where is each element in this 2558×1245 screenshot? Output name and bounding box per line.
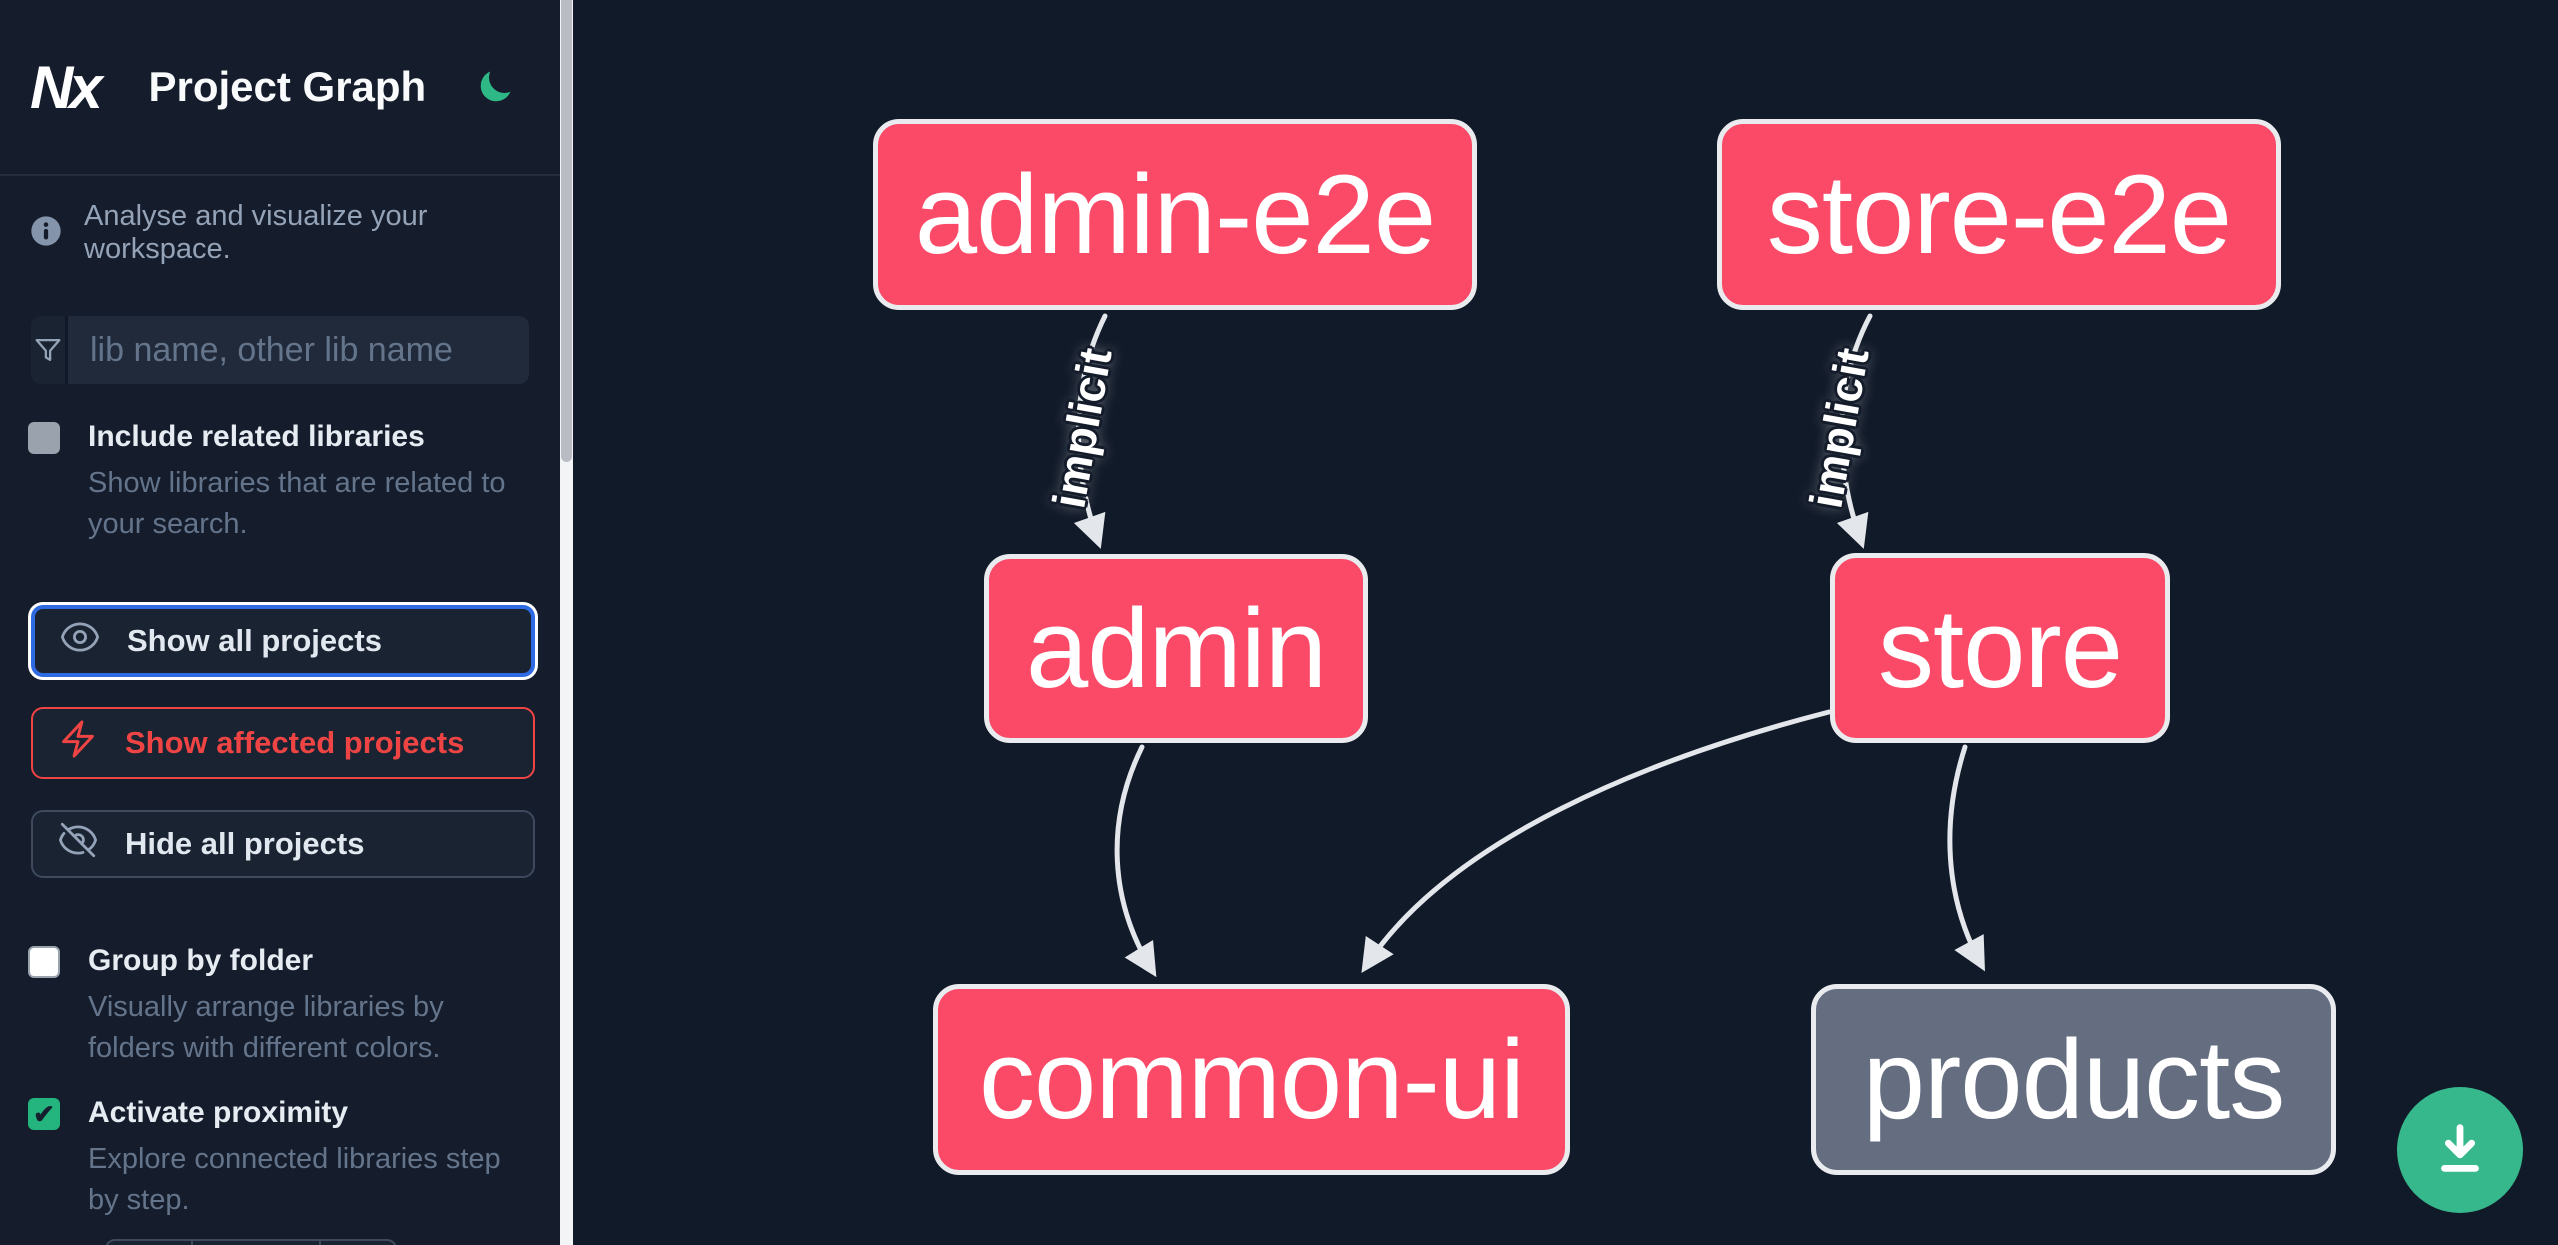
option-description: Explore connected libraries step by step… [88,1143,501,1217]
info-icon [30,215,62,252]
edge-store-products [1947,744,1985,972]
node-label: store [1878,585,2123,711]
option-activate-proximity: ✔ Activate proximity Explore connected l… [28,1096,533,1221]
graph-canvas[interactable]: implicit implicit admin-e2e store-e2e ad… [573,0,2558,1245]
option-group-by-folder: Group by folder Visually arrange librari… [28,944,533,1069]
node-label: store-e2e [1766,152,2232,277]
download-graph-button[interactable] [2397,1087,2523,1213]
eye-icon [59,616,101,666]
graph-node-admin[interactable]: admin [984,554,1368,743]
funnel-icon [31,316,68,384]
option-label: Activate proximity [88,1096,349,1129]
button-label: Show affected projects [125,725,465,760]
filter-input[interactable] [68,316,529,384]
eye-slash-icon [57,819,99,869]
dark-mode-moon-icon[interactable] [476,68,514,106]
edge-store-e2e-store [1836,313,1873,549]
option-label: Include related libraries [88,420,425,453]
scrollbar-thumb[interactable] [561,0,572,462]
graph-node-admin-e2e[interactable]: admin-e2e [873,119,1477,310]
edge-admin-e2e-admin [1073,313,1108,549]
bolt-icon [57,718,99,768]
workspace-tagline: Analyse and visualize your workspace. [30,200,530,266]
option-description: Visually arrange libraries by folders wi… [88,991,444,1065]
graph-node-store[interactable]: store [1830,553,2170,743]
sidebar: Nx Project Graph Analyse and visualize y… [0,0,560,1245]
include-related-checkbox[interactable] [28,422,60,454]
filter-box [31,316,529,384]
proximity-depth-stepper[interactable] [105,1239,397,1245]
graph-node-common-ui[interactable]: common-ui [933,984,1570,1175]
node-label: products [1862,1017,2286,1142]
checkmark-icon: ✔ [33,1098,55,1129]
button-label: Hide all projects [125,826,365,861]
edge-store-common-ui [1361,709,1832,973]
nx-logo: Nx [30,53,103,121]
dependency-edges [1073,313,1985,978]
hide-all-projects-button[interactable]: Hide all projects [31,810,535,878]
stepper-value [193,1241,321,1245]
node-label: admin-e2e [914,152,1436,277]
show-affected-projects-button[interactable]: Show affected projects [31,707,535,779]
stepper-decrement[interactable] [107,1241,193,1245]
option-include-related-libraries: Include related libraries Show libraries… [28,420,533,545]
node-label: common-ui [979,1017,1525,1142]
download-icon [2429,1118,2491,1183]
graph-node-store-e2e[interactable]: store-e2e [1717,119,2281,310]
node-label: admin [1025,586,1327,711]
tagline-text: Analyse and visualize your workspace. [84,200,428,265]
option-description: Show libraries that are related to your … [88,467,506,541]
activate-proximity-checkbox[interactable]: ✔ [28,1098,60,1130]
group-by-folder-checkbox[interactable] [28,946,60,978]
button-label: Show all projects [127,623,382,658]
edge-admin-common-ui [1114,744,1157,978]
graph-node-products[interactable]: products [1811,984,2336,1175]
sidebar-header: Nx Project Graph [0,0,560,176]
show-all-projects-button[interactable]: Show all projects [31,605,535,677]
page-title: Project Graph [148,63,427,110]
option-label: Group by folder [88,944,313,977]
sidebar-scrollbar[interactable] [560,0,573,1245]
